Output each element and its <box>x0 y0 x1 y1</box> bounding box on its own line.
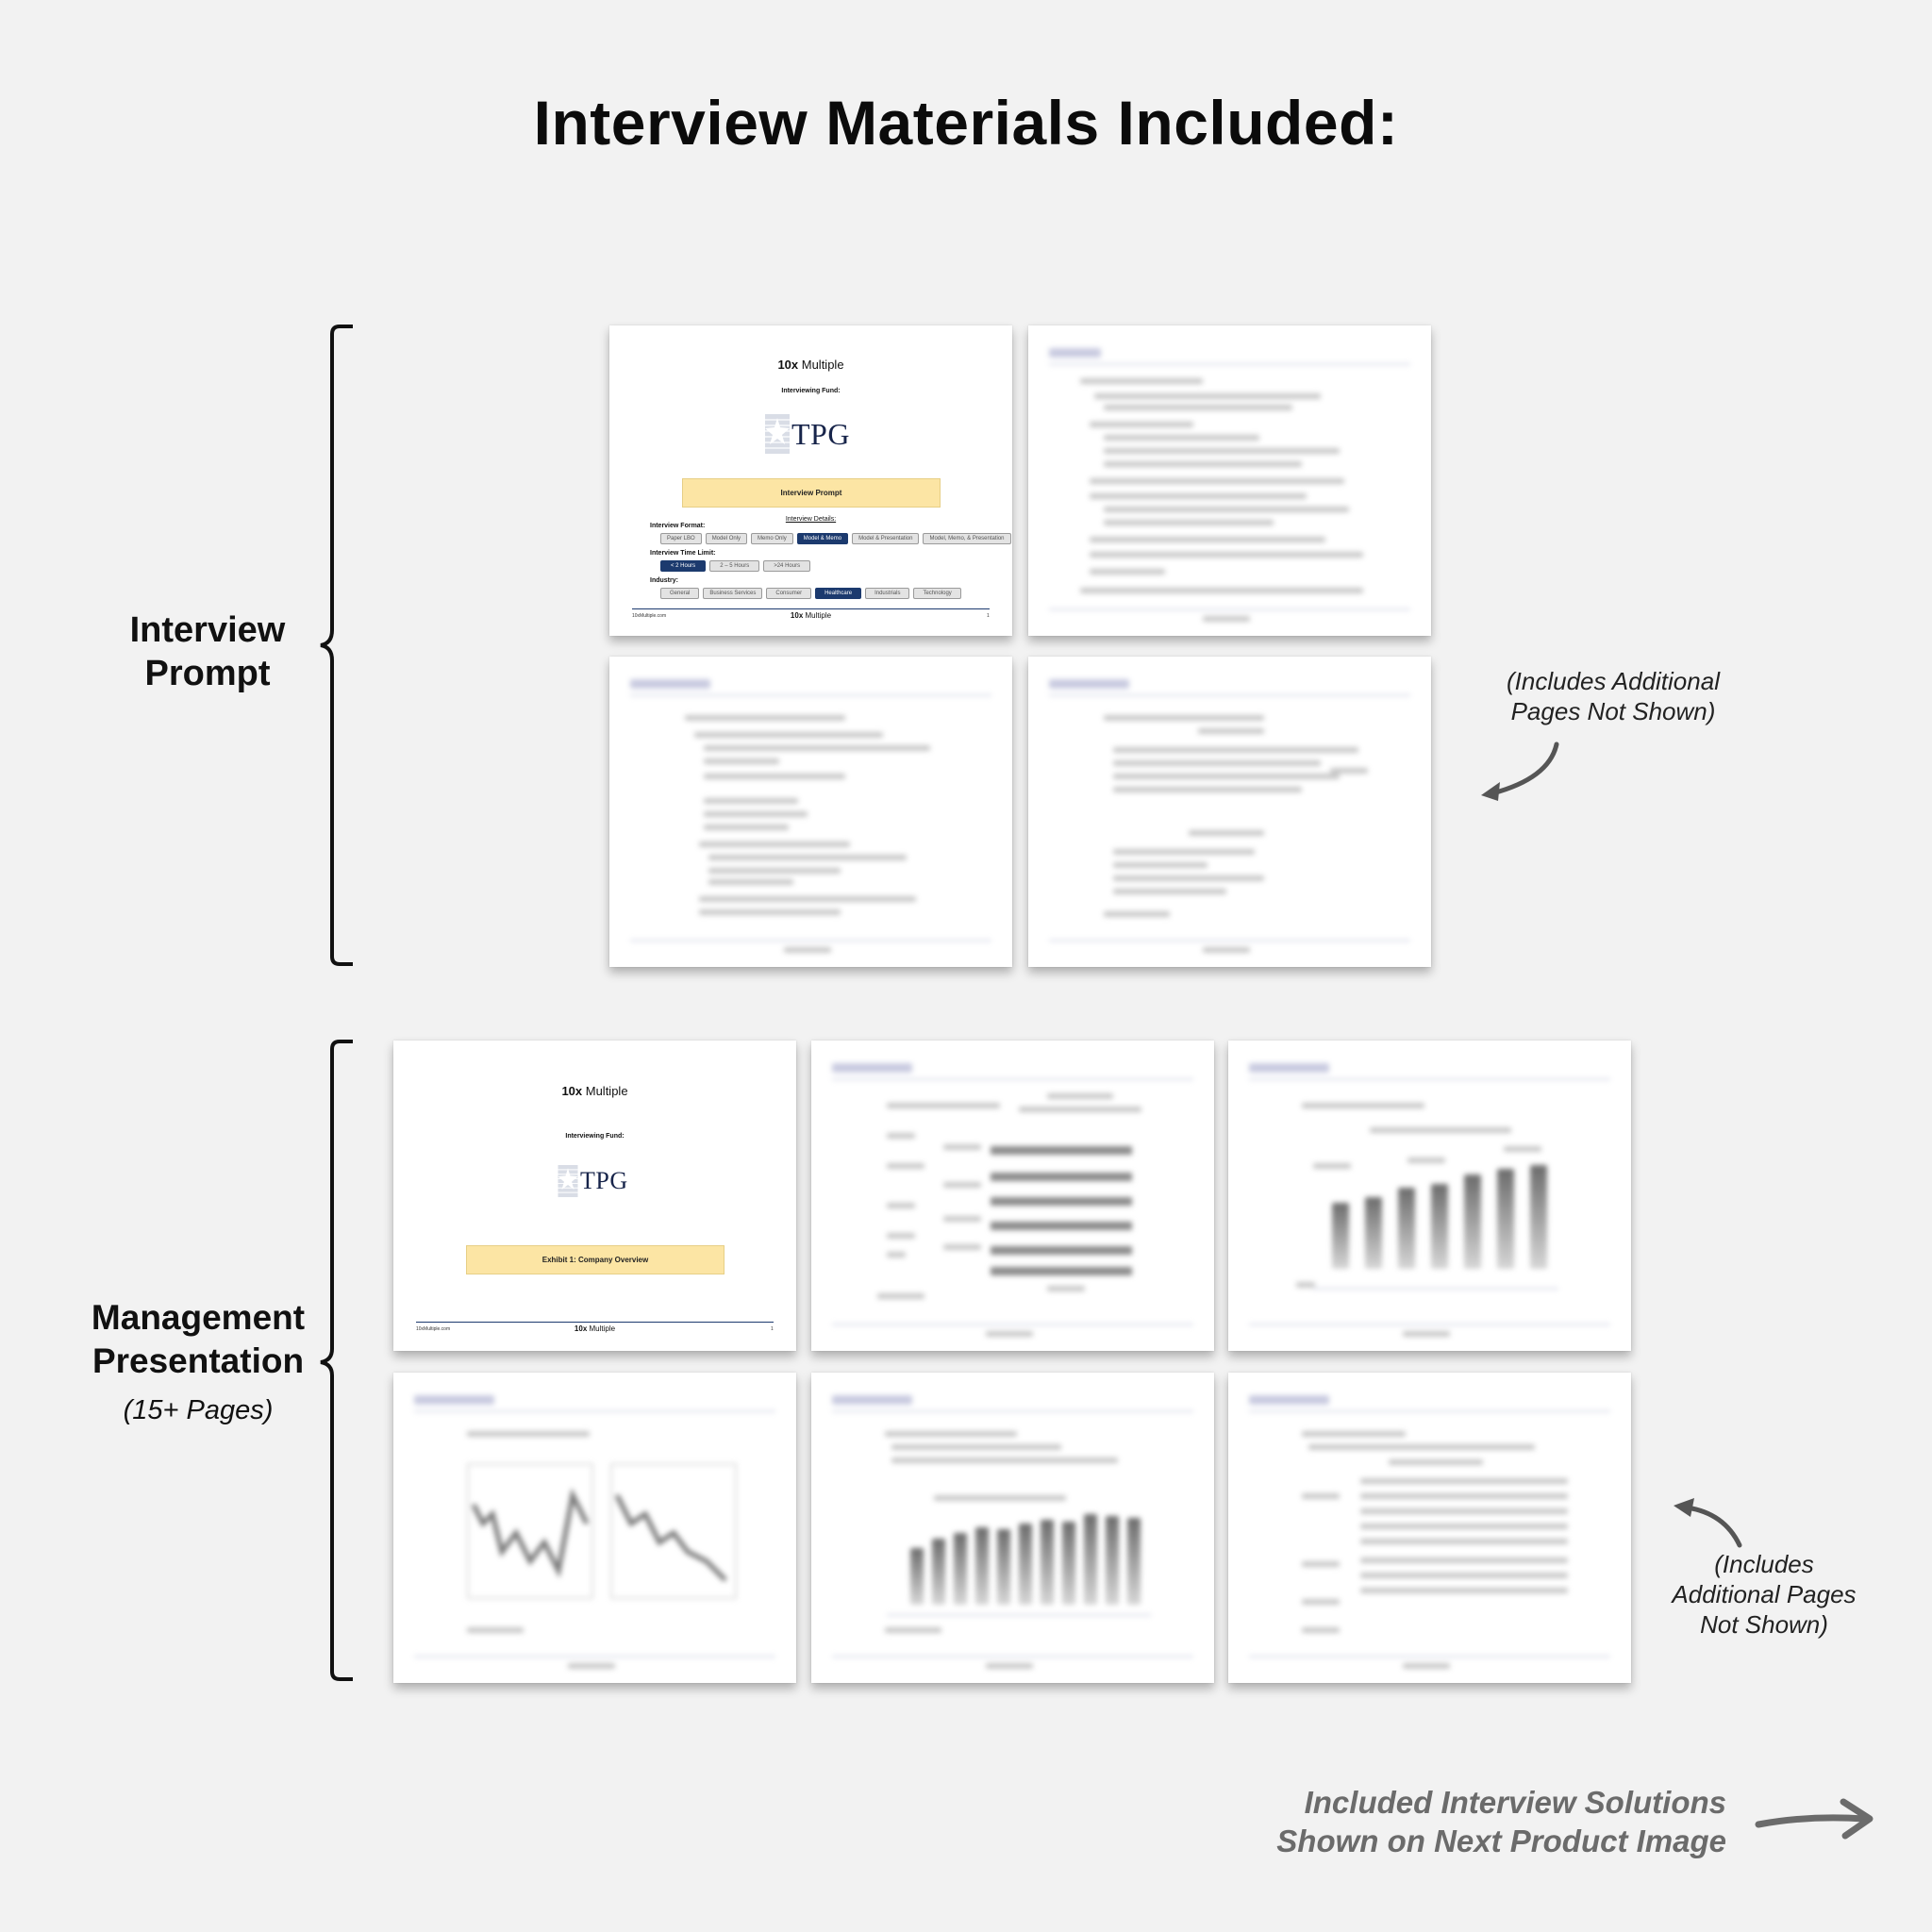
tpg-star-logo-icon <box>558 1165 578 1197</box>
pres-cover-footer-brand-bold: 10x <box>574 1324 588 1333</box>
blurred-content <box>1028 657 1431 967</box>
blurred-content <box>393 1373 796 1683</box>
presentation-page-2 <box>811 1041 1214 1351</box>
management-presentation-page-count: (15+ Pages) <box>123 1395 274 1425</box>
prompt-cover-page: 10x Multiple Interviewing Fund: TPG Inte… <box>609 325 1012 636</box>
pres-cover-footer-website: 10xMultiple.com <box>416 1326 451 1332</box>
presentation-page-5 <box>811 1373 1214 1683</box>
interview-prompt-banner: Interview Prompt <box>682 478 941 508</box>
cover-brand-bold: 10x <box>777 358 799 372</box>
pres-note-line2: Additional Pages <box>1672 1580 1857 1608</box>
interview-format-label: Interview Format: <box>650 523 706 529</box>
pres-tpg-logo: TPG <box>558 1165 628 1197</box>
left-curly-bracket-icon <box>320 1040 353 1681</box>
presentation-page-4 <box>393 1373 796 1683</box>
curved-arrow-icon <box>1674 1498 1742 1548</box>
cover-footer-page: 1 <box>987 613 990 619</box>
format-option-memo-only[interactable]: Memo Only <box>751 533 793 544</box>
management-presentation-label-line2: Presentation <box>92 1341 305 1380</box>
prompt-note-line1: (Includes Additional <box>1507 667 1720 695</box>
industry-options: General Business Services Consumer Healt… <box>660 588 961 599</box>
cover-footer-website: 10xMultiple.com <box>632 613 667 619</box>
pres-note-line3: Not Shown) <box>1700 1610 1828 1639</box>
presentation-cover-page: 10x Multiple Interviewing Fund: TPG Exhi… <box>393 1041 796 1351</box>
cover-footer-brand: 10x Multiple <box>609 611 1012 620</box>
prompt-page-4 <box>1028 657 1431 967</box>
industry-option-industrials[interactable]: Industrials <box>865 588 910 599</box>
format-option-paper-lbo[interactable]: Paper LBO <box>660 533 702 544</box>
presentation-page-3 <box>1228 1041 1631 1351</box>
pres-cover-footer-brand: 10x Multiple <box>393 1324 796 1333</box>
time-options: < 2 Hours 2 – 5 Hours >24 Hours <box>660 560 811 572</box>
included-solutions-callout: Included Interview Solutions Shown on Ne… <box>1151 1783 1726 1860</box>
prompt-additional-pages-note: (Includes Additional Pages Not Shown) <box>1472 666 1755 726</box>
cover-footer-brand-rest: Multiple <box>803 611 832 620</box>
pres-tpg-logo-text: TPG <box>580 1167 628 1194</box>
pres-note-line1: (Includes <box>1714 1550 1814 1578</box>
exhibit-company-overview-banner: Exhibit 1: Company Overview <box>466 1245 724 1274</box>
blurred-content <box>811 1041 1214 1351</box>
cta-line2: Shown on Next Product Image <box>1276 1824 1726 1858</box>
fund-label: Interviewing Fund: <box>781 388 841 394</box>
pres-fund-label: Interviewing Fund: <box>565 1133 625 1140</box>
format-option-model-only[interactable]: Model Only <box>705 533 748 544</box>
blurred-content <box>1228 1041 1631 1351</box>
time-option-over-24[interactable]: >24 Hours <box>763 560 811 572</box>
interview-prompt-label-line2: Prompt <box>144 654 271 693</box>
cover-footer-brand-bold: 10x <box>790 611 804 620</box>
industry-option-business-services[interactable]: Business Services <box>703 588 763 599</box>
blurred-content <box>1028 325 1431 636</box>
left-curly-bracket-icon <box>320 325 353 966</box>
pres-cover-brand-rest: Multiple <box>582 1084 628 1098</box>
format-option-model-memo[interactable]: Model & Memo <box>796 533 849 544</box>
interview-prompt-label-line1: Interview <box>129 610 286 650</box>
pres-cover-brand-bold: 10x <box>561 1084 583 1098</box>
industry-option-general[interactable]: General <box>660 588 700 599</box>
interview-details-label: Interview Details: <box>785 516 837 523</box>
industry-option-consumer[interactable]: Consumer <box>766 588 812 599</box>
cover-brand: 10x Multiple <box>609 358 1012 372</box>
format-option-model-presentation[interactable]: Model & Presentation <box>852 533 920 544</box>
cover-footer-rule <box>632 608 990 609</box>
page-title: Interview Materials Included: <box>533 88 1399 158</box>
industry-option-healthcare[interactable]: Healthcare <box>815 588 862 599</box>
industry-label: Industry: <box>650 577 678 584</box>
tpg-logo: TPG <box>765 414 850 454</box>
industry-option-technology[interactable]: Technology <box>913 588 961 599</box>
prompt-page-3 <box>609 657 1012 967</box>
interview-prompt-label: Interview Prompt <box>104 608 311 695</box>
cta-line1: Included Interview Solutions <box>1304 1785 1726 1820</box>
time-option-under-2[interactable]: < 2 Hours <box>660 560 707 572</box>
presentation-page-6 <box>1228 1373 1631 1683</box>
pres-cover-brand: 10x Multiple <box>393 1084 796 1098</box>
blurred-content <box>1228 1373 1631 1683</box>
presentation-additional-pages-note: (Includes Additional Pages Not Shown) <box>1623 1549 1906 1640</box>
curved-arrow-icon <box>1481 741 1559 801</box>
pres-cover-footer-rule <box>416 1322 774 1323</box>
right-arrow-icon <box>1755 1798 1874 1840</box>
time-option-2-5[interactable]: 2 – 5 Hours <box>709 560 760 572</box>
management-presentation-label-line1: Management <box>91 1298 306 1337</box>
interview-time-label: Interview Time Limit: <box>650 550 716 557</box>
blurred-content <box>811 1373 1214 1683</box>
tpg-logo-text: TPG <box>791 416 850 451</box>
management-presentation-label: Management Presentation (15+ Pages) <box>57 1296 340 1432</box>
format-option-model-memo-presentation[interactable]: Model, Memo, & Presentation <box>923 533 1011 544</box>
cover-brand-rest: Multiple <box>798 358 844 372</box>
pres-cover-footer-brand-rest: Multiple <box>587 1324 616 1333</box>
tpg-star-logo-icon <box>765 414 790 454</box>
format-options: Paper LBO Model Only Memo Only Model & M… <box>660 533 1011 544</box>
blurred-content <box>609 657 1012 967</box>
prompt-note-line2: Pages Not Shown) <box>1510 697 1716 725</box>
pres-cover-footer-page: 1 <box>771 1326 774 1332</box>
prompt-page-2 <box>1028 325 1431 636</box>
